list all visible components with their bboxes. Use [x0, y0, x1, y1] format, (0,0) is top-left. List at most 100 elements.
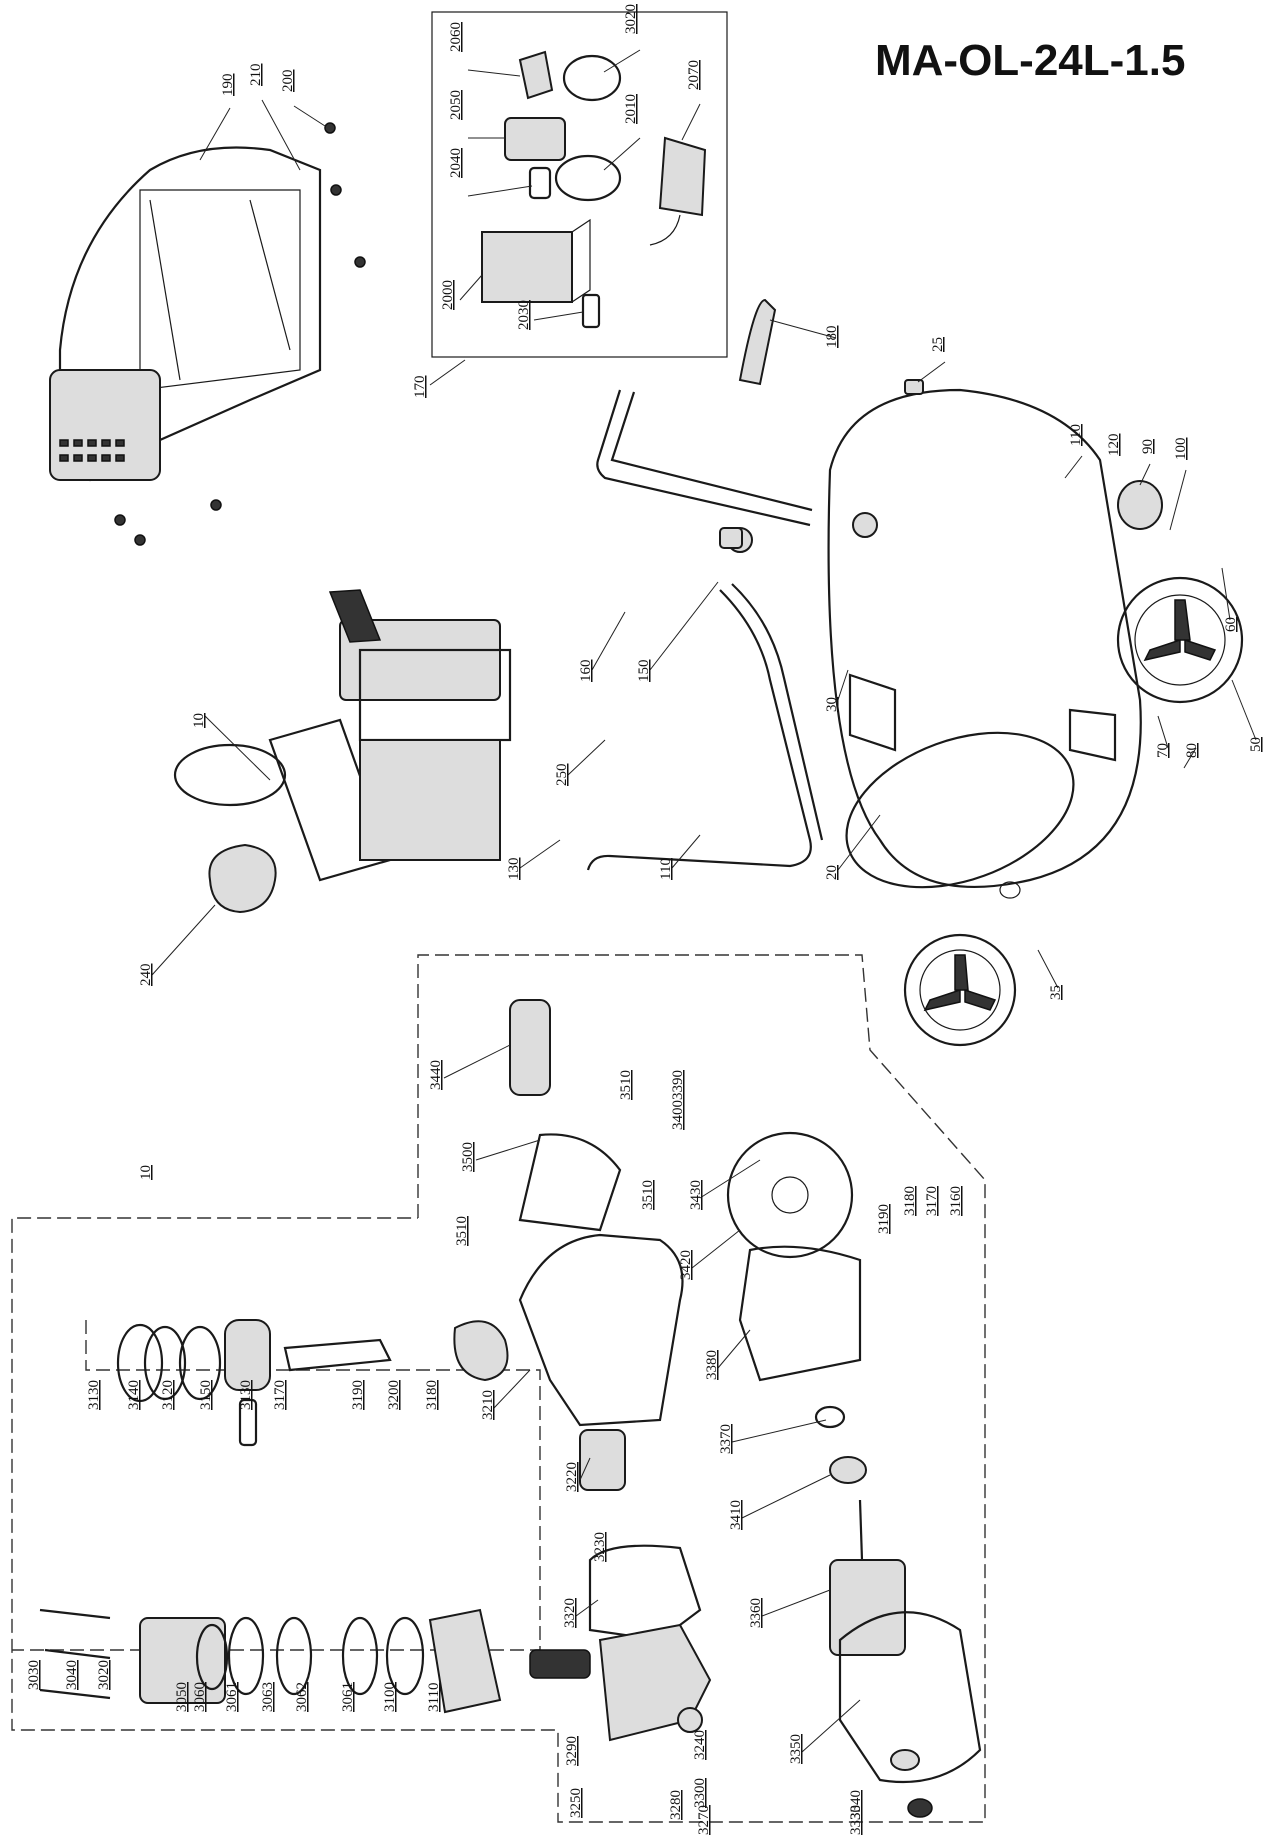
part-label-250: 250 — [554, 764, 570, 787]
part-label-3062: 3062 — [294, 1682, 310, 1712]
part-label-3160: 3160 — [948, 1186, 964, 1216]
pressure-switch-assembly — [481, 50, 707, 329]
part-label-2010: 2010 — [623, 94, 639, 124]
part-label-3061: 3061 — [224, 1682, 240, 1712]
part-label-3390: 3390 — [670, 1070, 686, 1100]
wheel-right — [1116, 480, 1244, 704]
crank-group-boundary — [12, 1320, 541, 1651]
part-label-3100: 3100 — [382, 1682, 398, 1712]
part-label-3330: 3330 — [848, 1805, 864, 1835]
part-label-2030: 2030 — [516, 300, 532, 330]
part-label-3510: 3510 — [618, 1070, 634, 1100]
part-label-90: 90 — [1140, 439, 1156, 454]
part-label-110: 110 — [658, 858, 674, 880]
part-label-3060: 3060 — [192, 1682, 208, 1712]
motor-parts — [509, 999, 982, 1818]
part-label-190: 190 — [220, 74, 236, 97]
part-label-3110: 3110 — [426, 1683, 442, 1712]
part-label-3350: 3350 — [788, 1734, 804, 1764]
piston-and-rings — [116, 1319, 509, 1447]
diagram-title: MA-OL-24L-1.5 — [875, 36, 1186, 85]
part-label-3300: 3300 — [692, 1778, 708, 1808]
part-label-3180: 3180 — [424, 1380, 440, 1410]
part-label-2000: 2000 — [440, 280, 456, 310]
part-label-3290: 3290 — [564, 1736, 580, 1766]
part-label-210: 210 — [248, 64, 264, 87]
part-label-100: 100 — [1173, 438, 1189, 461]
part-label-70: 70 — [1155, 743, 1171, 758]
pump-group-boundary — [11, 954, 986, 1823]
part-label-25: 25 — [930, 337, 946, 352]
part-label-3061: 3061 — [340, 1682, 356, 1712]
part-label-2060: 2060 — [448, 22, 464, 52]
part-label-3280: 3280 — [668, 1790, 684, 1820]
part-label-3190: 3190 — [350, 1380, 366, 1410]
part-label-3120: 3120 — [160, 1380, 176, 1410]
part-label-3430: 3430 — [688, 1180, 704, 1210]
part-label-3170: 3170 — [272, 1380, 288, 1410]
part-label-3063: 3063 — [260, 1682, 276, 1712]
pressure-switch-group-box — [431, 11, 728, 358]
wheel-left — [903, 933, 1017, 1047]
part-label-3340: 3340 — [848, 1790, 864, 1820]
part-label-3020: 3020 — [96, 1660, 112, 1690]
part-label-3240: 3240 — [692, 1730, 708, 1760]
part-label-3190: 3190 — [876, 1204, 892, 1234]
part-label-60: 60 — [1223, 617, 1239, 632]
part-label-30: 30 — [824, 697, 840, 712]
part-label-200: 200 — [280, 70, 296, 93]
pump-motor-assembly — [173, 589, 512, 914]
part-label-3270: 3270 — [696, 1805, 712, 1835]
part-label-3150: 3150 — [198, 1380, 214, 1410]
part-label-3380: 3380 — [704, 1350, 720, 1380]
part-label-3410: 3410 — [728, 1500, 744, 1530]
part-label-80: 80 — [1184, 743, 1200, 758]
part-label-240: 240 — [138, 964, 154, 987]
part-label-180: 180 — [824, 326, 840, 349]
part-label-170: 170 — [412, 376, 428, 399]
part-label-3370: 3370 — [718, 1424, 734, 1454]
part-label-10: 10 — [138, 1165, 154, 1180]
leader-lines — [151, 49, 1257, 1753]
part-label-10: 10 — [191, 713, 207, 728]
part-label-2050: 2050 — [448, 90, 464, 120]
part-label-3360: 3360 — [748, 1598, 764, 1628]
handle-and-pipes — [586, 298, 878, 871]
part-label-3040: 3040 — [64, 1660, 80, 1690]
part-label-3500: 3500 — [460, 1142, 476, 1172]
part-label-3230: 3230 — [592, 1532, 608, 1562]
part-label-3200: 3200 — [386, 1380, 402, 1410]
part-label-3210: 3210 — [480, 1390, 496, 1420]
part-label-150: 150 — [636, 660, 652, 683]
part-label-3250: 3250 — [568, 1788, 584, 1818]
part-label-50: 50 — [1248, 737, 1264, 752]
air-tank — [827, 379, 1142, 899]
part-label-3020: 3020 — [623, 4, 639, 34]
part-label-3130: 3130 — [86, 1380, 102, 1410]
part-label-2070: 2070 — [686, 60, 702, 90]
fan-shroud — [49, 122, 366, 546]
part-label-20: 20 — [824, 865, 840, 880]
part-label-35: 35 — [1048, 985, 1064, 1000]
part-label-3420: 3420 — [678, 1250, 694, 1280]
crankcase — [518, 1233, 712, 1742]
part-label-130: 130 — [506, 858, 522, 881]
part-label-3400: 3400 — [670, 1100, 686, 1130]
part-label-110: 110 — [1068, 424, 1084, 446]
cylinder-head-parts — [39, 1608, 502, 1714]
part-label-3180: 3180 — [902, 1186, 918, 1216]
part-label-160: 160 — [578, 660, 594, 683]
part-label-3510: 3510 — [454, 1216, 470, 1246]
part-label-3170: 3170 — [924, 1186, 940, 1216]
part-label-120: 120 — [1106, 434, 1122, 457]
part-label-3510: 3510 — [640, 1180, 656, 1210]
part-label-3440: 3440 — [428, 1060, 444, 1090]
part-label-3050: 3050 — [174, 1682, 190, 1712]
part-label-3220: 3220 — [564, 1462, 580, 1492]
part-label-3140: 3140 — [126, 1380, 142, 1410]
part-label-2040: 2040 — [448, 148, 464, 178]
part-label-3320: 3320 — [562, 1598, 578, 1628]
part-label-3030: 3030 — [26, 1660, 42, 1690]
